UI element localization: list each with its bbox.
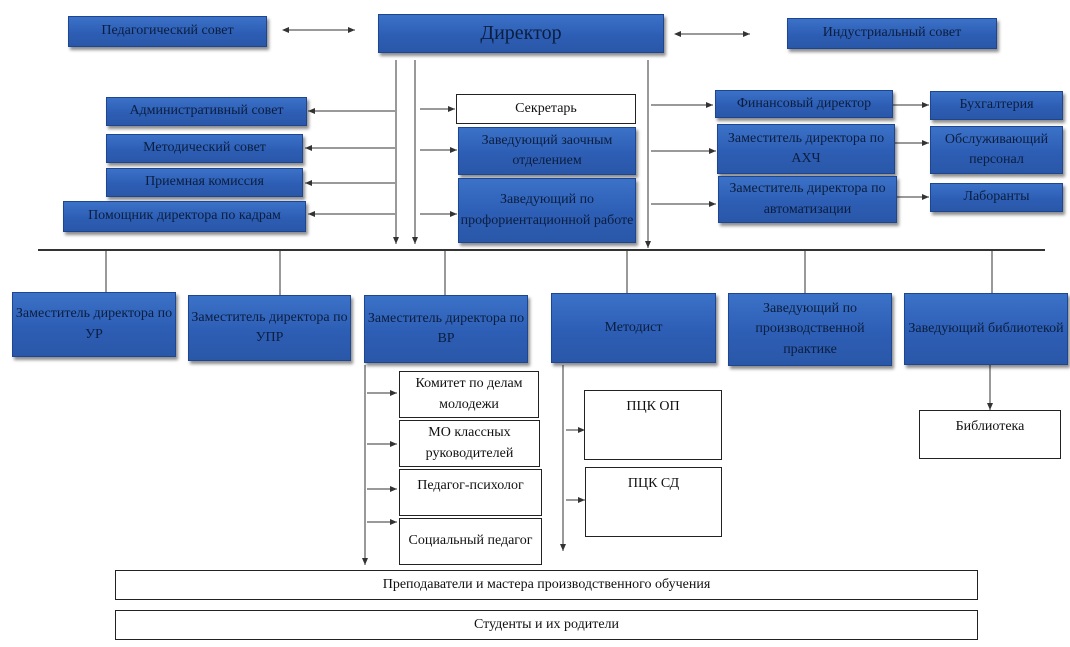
library-box: Библиотека [919, 410, 1061, 459]
service-staff-box: Обслуживающий персонал [930, 126, 1063, 174]
career-head-label: Заведующий по профориентационной работе [460, 192, 634, 228]
admin-council-label: Административный совет [129, 103, 284, 119]
methodist-label: Методист [604, 319, 663, 335]
method-council-box: Методический совет [106, 134, 303, 163]
industrial-council-box: Индустриальный совет [787, 18, 997, 49]
pck-op-label: ПЦК ОП [626, 399, 680, 414]
pedagogical-council-label: Педагогический совет [101, 23, 234, 39]
hr-assistant-label: Помощник директора по кадрам [88, 208, 281, 224]
director-box: Директор [378, 14, 664, 53]
fin-director-box: Финансовый директор [715, 90, 893, 118]
deputy-vr-box: Заместитель директора по ВР [364, 295, 528, 363]
correspondence-head-label: Заведующий заочным отделением [481, 132, 613, 168]
social-ped-label: Социальный педагог [408, 533, 533, 549]
methodist-box: Методист [551, 293, 716, 363]
deputy-upr-label: Заместитель директора по УПР [191, 309, 348, 345]
director-label: Директор [480, 22, 562, 44]
career-head-box: Заведующий по профориентационной работе [458, 178, 636, 243]
library-head-box: Заведующий библиотекой [904, 293, 1068, 365]
correspondence-head-box: Заведующий заочным отделением [458, 127, 636, 175]
secretary-label: Секретарь [515, 100, 577, 116]
mo-class-box: МО классных руководителей [399, 420, 540, 467]
teachers-label: Преподаватели и мастера производственног… [382, 576, 711, 592]
practice-head-label: Заведующий по производственной практике [755, 301, 865, 357]
practice-head-box: Заведующий по производственной практике [728, 293, 892, 366]
accounting-box: Бухгалтерия [930, 91, 1063, 120]
teachers-bar: Преподаватели и мастера производственног… [115, 570, 978, 600]
pedagogical-council-box: Педагогический совет [68, 16, 267, 47]
secretary-box: Секретарь [456, 94, 636, 124]
youth-committee-box: Комитет по делам молодежи [399, 371, 539, 418]
service-staff-label: Обслуживающий персонал [944, 131, 1049, 167]
library-head-label: Заведующий библиотекой [908, 320, 1064, 336]
deputy-ur-box: Заместитель директора по УР [12, 292, 176, 357]
method-council-label: Методический совет [143, 140, 266, 156]
deputy-ahch-box: Заместитель директора по АХЧ [717, 124, 895, 174]
admission-label: Приемная комиссия [145, 174, 264, 190]
deputy-ahch-label: Заместитель директора по АХЧ [727, 130, 885, 166]
lab-staff-label: Лаборанты [963, 189, 1030, 205]
admin-council-box: Административный совет [106, 97, 307, 126]
industrial-council-label: Индустриальный совет [822, 25, 962, 41]
lab-staff-box: Лаборанты [930, 183, 1063, 212]
psychologist-box: Педагог-психолог [399, 469, 542, 516]
psychologist-label: Педагог-психолог [417, 478, 524, 493]
admission-box: Приемная комиссия [106, 168, 303, 197]
pck-sd-label: ПЦК СД [627, 476, 680, 491]
deputy-upr-box: Заместитель директора по УПР [188, 295, 351, 361]
pck-sd-box: ПЦК СД [585, 467, 722, 537]
deputy-ur-label: Заместитель директора по УР [15, 306, 173, 342]
students-label: Студенты и их родители [473, 616, 620, 632]
deputy-automation-label: Заместитель директора по автоматизации [729, 181, 886, 217]
hr-assistant-box: Помощник директора по кадрам [63, 201, 306, 232]
deputy-vr-label: Заместитель директора по ВР [367, 310, 525, 346]
youth-committee-label: Комитет по делам молодежи [415, 376, 523, 412]
pck-op-box: ПЦК ОП [584, 390, 722, 460]
students-bar: Студенты и их родители [115, 610, 978, 640]
mo-class-label: МО классных руководителей [425, 425, 514, 461]
social-ped-box: Социальный педагог [399, 518, 542, 565]
accounting-label: Бухгалтерия [959, 97, 1034, 113]
fin-director-label: Финансовый директор [736, 95, 872, 111]
deputy-automation-box: Заместитель директора по автоматизации [718, 176, 897, 223]
library-label: Библиотека [955, 419, 1025, 434]
